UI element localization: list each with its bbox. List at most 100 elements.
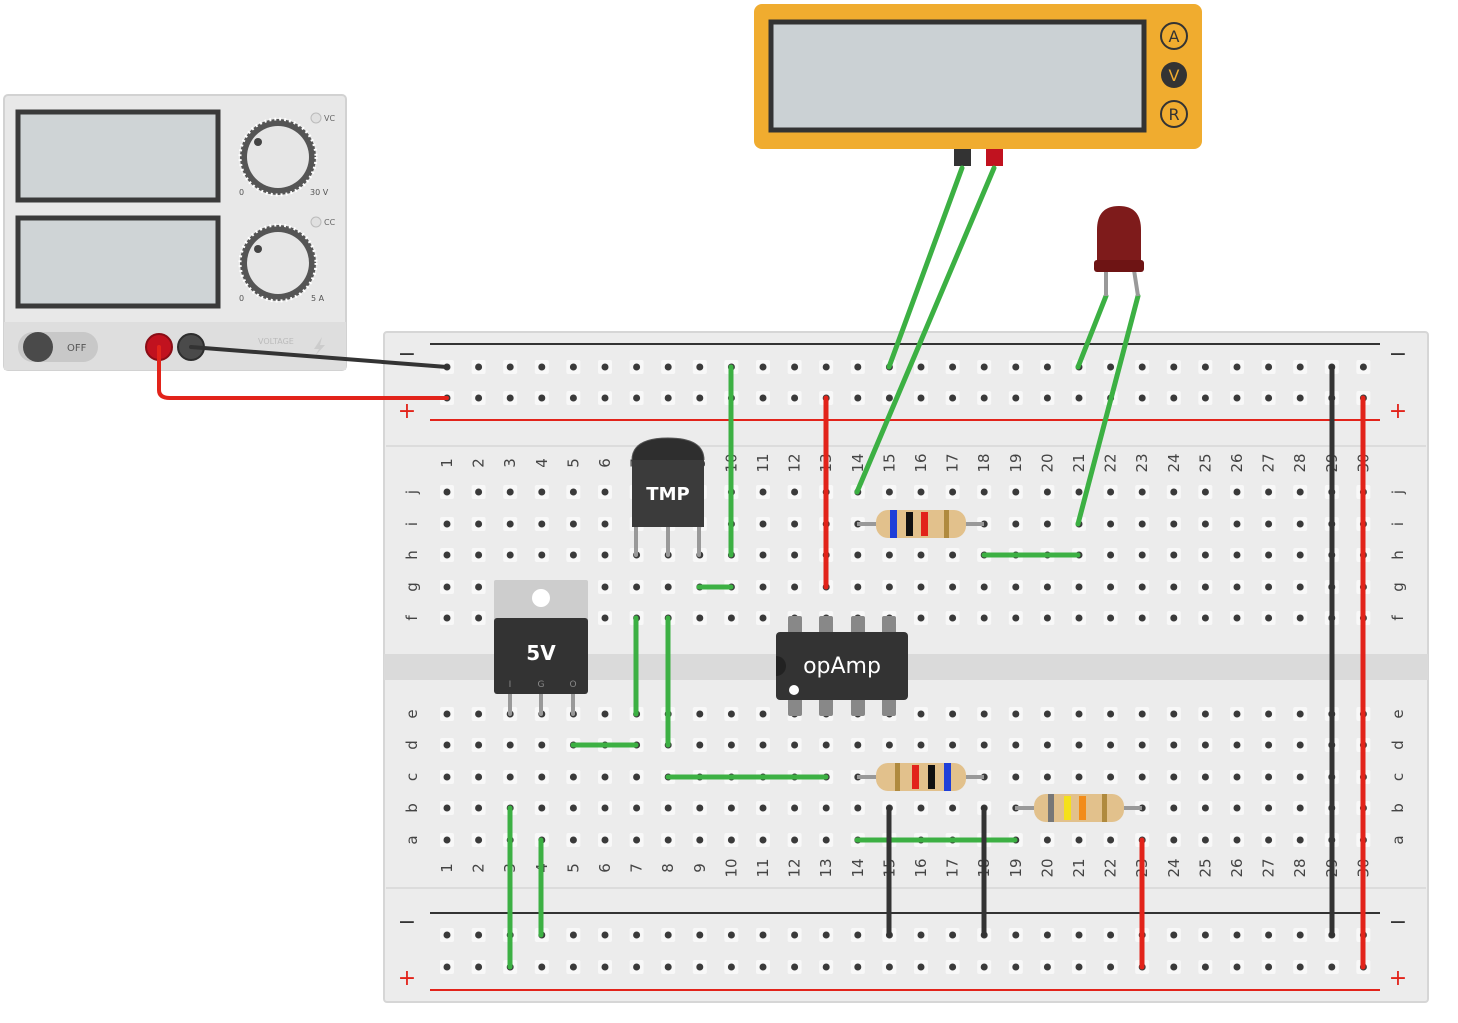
terminal-hole[interactable] (534, 485, 549, 499)
terminal-hole[interactable] (440, 738, 454, 752)
terminal-hole[interactable] (1261, 738, 1276, 752)
terminal-hole[interactable] (1230, 517, 1244, 531)
terminal-hole[interactable] (661, 580, 676, 594)
terminal-hole[interactable] (914, 485, 928, 499)
terminal-hole[interactable] (1008, 707, 1023, 721)
rail-hole[interactable] (440, 960, 454, 974)
terminal-hole[interactable] (1230, 485, 1244, 499)
terminal-hole[interactable] (1166, 485, 1181, 499)
terminal-hole[interactable] (1261, 801, 1276, 815)
terminal-hole[interactable] (1008, 580, 1023, 594)
rail-hole[interactable] (629, 391, 644, 405)
rail-hole[interactable] (914, 928, 928, 942)
terminal-hole[interactable] (977, 611, 992, 625)
terminal-hole[interactable] (1103, 517, 1118, 531)
terminal-hole[interactable] (882, 485, 897, 499)
terminal-hole[interactable] (534, 801, 549, 815)
resistor[interactable] (857, 510, 984, 538)
terminal-hole[interactable] (692, 611, 707, 625)
rail-hole[interactable] (787, 928, 802, 942)
rail-hole[interactable] (850, 360, 865, 374)
black-probe-socket[interactable] (954, 149, 971, 166)
rail-hole[interactable] (850, 928, 865, 942)
terminal-hole[interactable] (724, 738, 739, 752)
rail-hole[interactable] (1261, 360, 1276, 374)
terminal-hole[interactable] (1230, 833, 1244, 847)
terminal-hole[interactable] (724, 801, 739, 815)
terminal-hole[interactable] (440, 548, 454, 562)
mode-button-ammeter[interactable]: A (1160, 22, 1188, 50)
terminal-hole[interactable] (598, 770, 612, 784)
terminal-hole[interactable] (629, 801, 644, 815)
terminal-hole[interactable] (534, 517, 549, 531)
terminal-hole[interactable] (756, 580, 770, 594)
rail-hole[interactable] (1198, 391, 1213, 405)
rail-hole[interactable] (1040, 960, 1055, 974)
terminal-hole[interactable] (787, 580, 802, 594)
rail-hole[interactable] (503, 391, 518, 405)
terminal-hole[interactable] (1072, 611, 1086, 625)
terminal-hole[interactable] (882, 548, 897, 562)
rail-hole[interactable] (724, 960, 739, 974)
rail-hole[interactable] (598, 360, 612, 374)
terminal-hole[interactable] (566, 517, 581, 531)
rail-hole[interactable] (503, 360, 518, 374)
terminal-hole[interactable] (471, 517, 486, 531)
terminal-hole[interactable] (977, 485, 992, 499)
terminal-hole[interactable] (1166, 738, 1181, 752)
rail-hole[interactable] (1135, 360, 1150, 374)
terminal-hole[interactable] (566, 833, 581, 847)
rail-hole[interactable] (661, 360, 676, 374)
rail-hole[interactable] (1072, 960, 1086, 974)
rail-hole[interactable] (1261, 960, 1276, 974)
terminal-hole[interactable] (756, 801, 770, 815)
rail-hole[interactable] (1135, 391, 1150, 405)
rail-hole[interactable] (1293, 360, 1308, 374)
rail-hole[interactable] (566, 360, 581, 374)
terminal-hole[interactable] (1166, 517, 1181, 531)
terminal-hole[interactable] (598, 580, 612, 594)
terminal-hole[interactable] (882, 580, 897, 594)
terminal-hole[interactable] (1072, 770, 1086, 784)
terminal-hole[interactable] (471, 770, 486, 784)
rail-hole[interactable] (850, 391, 865, 405)
terminal-hole[interactable] (471, 548, 486, 562)
rail-hole[interactable] (1008, 360, 1023, 374)
wires[interactable] (157, 165, 1366, 970)
terminal-hole[interactable] (440, 801, 454, 815)
terminal-hole[interactable] (1198, 707, 1213, 721)
terminal-hole[interactable] (1166, 580, 1181, 594)
terminal-hole[interactable] (471, 611, 486, 625)
multimeter[interactable]: A V R (754, 4, 1202, 166)
terminal-hole[interactable] (1103, 485, 1118, 499)
terminal-hole[interactable] (598, 517, 612, 531)
rail-hole[interactable] (692, 391, 707, 405)
terminal-hole[interactable] (629, 833, 644, 847)
terminal-hole[interactable] (1261, 833, 1276, 847)
terminal-hole[interactable] (756, 833, 770, 847)
terminal-hole[interactable] (1072, 833, 1086, 847)
rail-hole[interactable] (1230, 928, 1244, 942)
terminal-hole[interactable] (1198, 485, 1213, 499)
terminal-hole[interactable] (1166, 833, 1181, 847)
terminal-hole[interactable] (1135, 485, 1150, 499)
rail-hole[interactable] (692, 960, 707, 974)
terminal-hole[interactable] (1008, 738, 1023, 752)
terminal-hole[interactable] (1103, 580, 1118, 594)
terminal-hole[interactable] (914, 548, 928, 562)
terminal-hole[interactable] (1198, 548, 1213, 562)
terminal-hole[interactable] (1103, 548, 1118, 562)
rail-hole[interactable] (1008, 928, 1023, 942)
terminal-hole[interactable] (1198, 738, 1213, 752)
terminal-hole[interactable] (1293, 485, 1308, 499)
rail-hole[interactable] (1230, 391, 1244, 405)
rail-hole[interactable] (692, 360, 707, 374)
terminal-hole[interactable] (787, 485, 802, 499)
terminal-hole[interactable] (1072, 707, 1086, 721)
terminal-hole[interactable] (1293, 833, 1308, 847)
rail-hole[interactable] (945, 360, 960, 374)
rail-hole[interactable] (1198, 928, 1213, 942)
led-cathode-wire[interactable] (1075, 293, 1109, 370)
resistor[interactable] (857, 763, 984, 791)
